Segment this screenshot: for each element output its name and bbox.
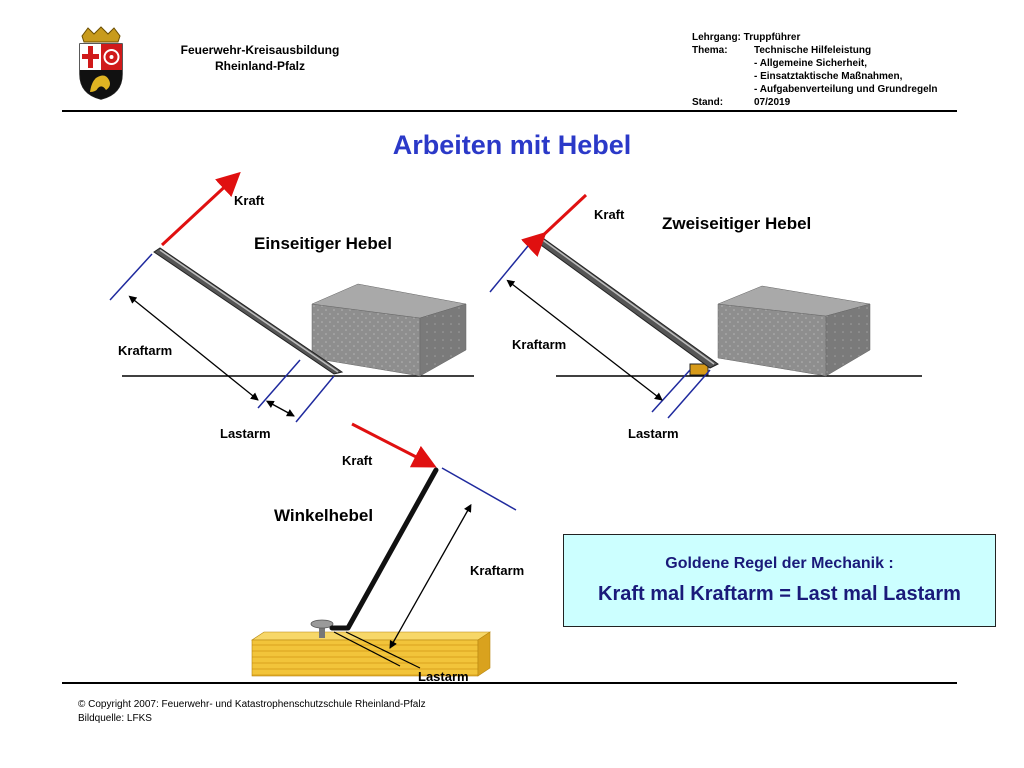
golden-rule-box: Goldene Regel der Mechanik : Kraft mal K… xyxy=(563,534,996,627)
kraftarm-dimension xyxy=(389,503,472,649)
label-kraft-two-sided: Kraft xyxy=(594,207,625,222)
label-angle-title: Winkelhebel xyxy=(274,506,374,525)
label-lastarm-angle: Lastarm xyxy=(418,669,469,684)
load-block xyxy=(717,285,871,377)
angle-lever-bar xyxy=(329,467,439,631)
copyright-text: © Copyright 2007: Feuerwehr- und Katastr… xyxy=(78,699,426,710)
force-arrow xyxy=(521,193,588,257)
stand-key: Stand: xyxy=(692,97,724,108)
load-block xyxy=(311,283,467,377)
thema-value: Technische Hilfeleistung xyxy=(754,45,872,56)
golden-rule-title: Goldene Regel der Mechanik : xyxy=(665,555,894,572)
arm-marker-line xyxy=(667,369,711,419)
label-kraftarm-one-sided: Kraftarm xyxy=(118,343,173,358)
nail xyxy=(310,619,334,638)
image-source-text: Bildquelle: LFKS xyxy=(78,713,152,724)
force-arrow xyxy=(160,171,241,247)
arm-marker-line xyxy=(295,375,335,423)
label-kraftarm-angle: Kraftarm xyxy=(470,563,525,578)
label-lastarm-two-sided: Lastarm xyxy=(628,426,679,441)
kraftarm-dimension xyxy=(506,279,663,401)
coat-of-arms-logo xyxy=(76,26,126,100)
label-kraft-angle: Kraft xyxy=(342,453,373,468)
two-sided-lever-diagram xyxy=(489,193,922,419)
label-lastarm-one-sided: Lastarm xyxy=(220,426,271,441)
arm-marker-line xyxy=(651,369,691,413)
label-two-sided-title: Zweiseitiger Hebel xyxy=(662,214,812,233)
thema-key: Thema: xyxy=(692,45,728,56)
one-sided-lever-diagram xyxy=(109,171,474,423)
fulcrum-block xyxy=(689,363,709,376)
force-arrow xyxy=(351,422,437,468)
footer-divider xyxy=(62,682,957,684)
arm-marker-line xyxy=(257,359,301,409)
footer: © Copyright 2007: Feuerwehr- und Katastr… xyxy=(78,698,426,726)
coat-of-arms-icon xyxy=(79,26,123,100)
lastarm-dimension xyxy=(265,400,295,417)
thema-line-3: - Einsatztaktische Maßnahmen, xyxy=(754,71,903,82)
lastarm-line xyxy=(333,631,401,667)
organization-name: Feuerwehr-Kreisausbildung Rheinland-Pfal… xyxy=(140,42,380,74)
org-line-1: Feuerwehr-Kreisausbildung xyxy=(180,43,340,57)
thema-line-2: - Allgemeine Sicherheit, xyxy=(754,58,867,69)
golden-rule-formula: Kraft mal Kraftarm = Last mal Lastarm xyxy=(598,583,961,605)
thema-line-4: - Aufgabenverteilung und Grundregeln xyxy=(754,84,938,95)
label-one-sided-title: Einseitiger Hebel xyxy=(254,234,392,253)
label-kraft-one-sided: Kraft xyxy=(234,193,265,208)
arm-marker-line xyxy=(109,253,153,301)
angle-lever-diagram xyxy=(251,422,517,677)
label-kraftarm-two-sided: Kraftarm xyxy=(512,337,567,352)
lehrgang-value: Truppführer xyxy=(743,32,801,43)
kraftarm-dimension xyxy=(128,295,259,401)
arm-marker-line xyxy=(489,245,529,293)
org-line-2: Rheinland-Pfalz xyxy=(214,59,305,73)
lastarm-line xyxy=(345,631,421,669)
stand-value: 07/2019 xyxy=(754,97,791,108)
page-title: Arbeiten mit Hebel xyxy=(392,130,632,160)
arm-marker-line xyxy=(441,467,517,511)
lehrgang-key: Lehrgang: xyxy=(692,32,741,43)
header-divider xyxy=(62,110,957,112)
course-meta: Lehrgang: Truppführer Thema: Technische H… xyxy=(692,31,938,109)
